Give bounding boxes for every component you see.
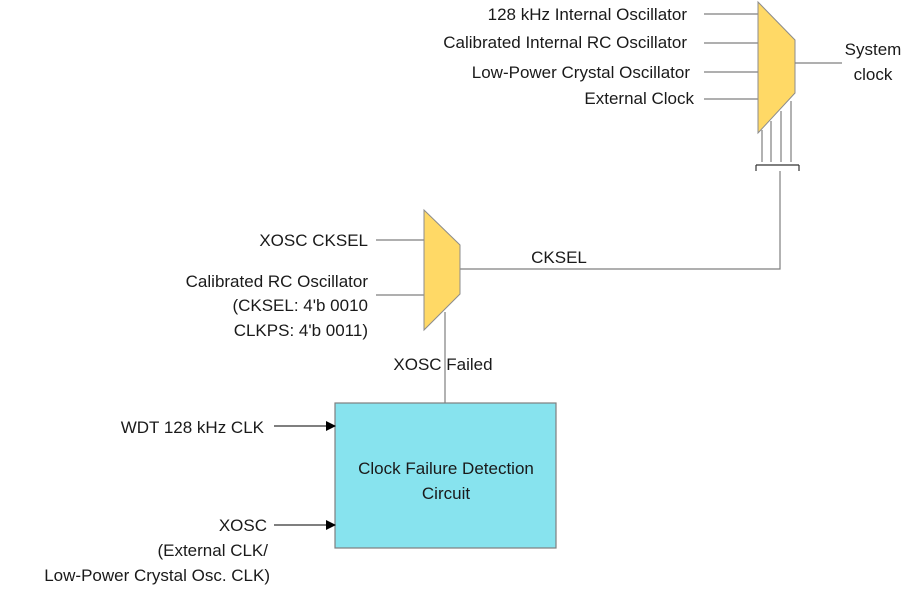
calibrated-rc-label-line3: CLKPS: 4'b 0011) — [234, 321, 368, 340]
xosc-label-line2: (External CLK/ — [157, 541, 268, 560]
calibrated-rc-label-line1: Calibrated RC Oscillator — [186, 272, 369, 291]
mux-input-label-128khz: 128 kHz Internal Oscillator — [488, 5, 688, 24]
xosc-label-line1: XOSC — [219, 516, 267, 535]
xosc-label-line3: Low-Power Crystal Osc. CLK) — [44, 566, 270, 585]
cksel-output-label: CKSEL — [531, 248, 587, 267]
clock-failure-detection: Clock Failure Detection Circuit WDT 128 … — [44, 402, 557, 585]
clock-failure-detection-block — [334, 402, 557, 549]
mux-input-label-calibrated-rc: Calibrated Internal RC Oscillator — [443, 33, 687, 52]
system-clock-label-line2: clock — [854, 65, 893, 84]
system-clock-mux: 128 kHz Internal Oscillator Calibrated I… — [443, 0, 902, 171]
system-clock-label-line1: System — [845, 40, 902, 59]
cksel-mux-shape — [423, 208, 461, 332]
wdt-clk-label: WDT 128 kHz CLK — [121, 418, 265, 437]
detector-title-line2: Circuit — [422, 484, 470, 503]
xosc-cksel-label: XOSC CKSEL — [259, 231, 368, 250]
xosc-failed-label: XOSC Failed — [393, 355, 492, 374]
calibrated-rc-label-line2: (CKSEL: 4'b 0010 — [232, 296, 368, 315]
cksel-wire — [460, 171, 781, 270]
cksel-mux: XOSC CKSEL Calibrated RC Oscillator (CKS… — [186, 208, 587, 403]
mux-input-label-external-clock: External Clock — [584, 89, 694, 108]
system-mux-shape — [757, 0, 796, 135]
detector-title-line1: Clock Failure Detection — [358, 459, 534, 478]
mux-input-label-low-power-crystal: Low-Power Crystal Oscillator — [472, 63, 691, 82]
